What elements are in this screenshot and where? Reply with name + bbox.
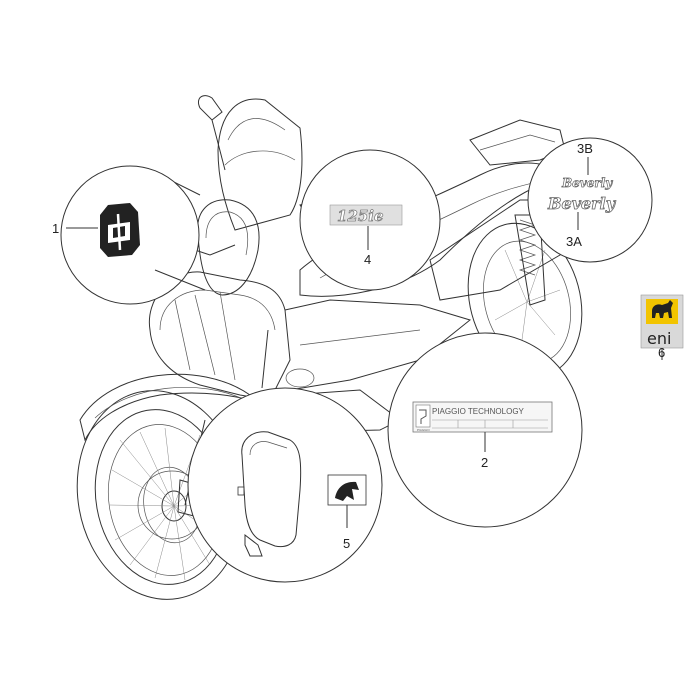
plate-logo-sub: PIAGGIO <box>417 428 430 432</box>
piaggio-emblem-icon <box>100 203 140 257</box>
callout-5: 5 <box>343 536 350 551</box>
eni-six-legged-dog-icon: eni <box>640 294 684 349</box>
eni-text: eni <box>647 329 671 348</box>
callout-4: 4 <box>364 252 371 267</box>
windscreen <box>217 98 303 231</box>
glovebox-cover <box>237 431 302 557</box>
callout-3a: 3A <box>566 234 582 249</box>
callout-1: 1 <box>52 221 59 236</box>
model-badge-text: 125ie <box>337 207 384 225</box>
plate-title: PIAGGIO TECHNOLOGY <box>432 407 525 416</box>
piaggio-wing-logo-icon <box>327 474 367 506</box>
left-mirror <box>198 95 223 121</box>
beverly-decal-upper: Beverly <box>561 176 613 190</box>
piaggio-technology-plate: PIAGGIO TECHNOLOGY PIAGGIO <box>412 401 553 433</box>
headlight <box>197 199 260 296</box>
beverly-decal-lower: Beverly <box>547 194 617 213</box>
callout-6: 6 <box>658 345 665 360</box>
model-badge-decal: 125ie <box>329 204 403 225</box>
callout-3b: 3B <box>577 141 593 156</box>
callout-2: 2 <box>481 455 488 470</box>
